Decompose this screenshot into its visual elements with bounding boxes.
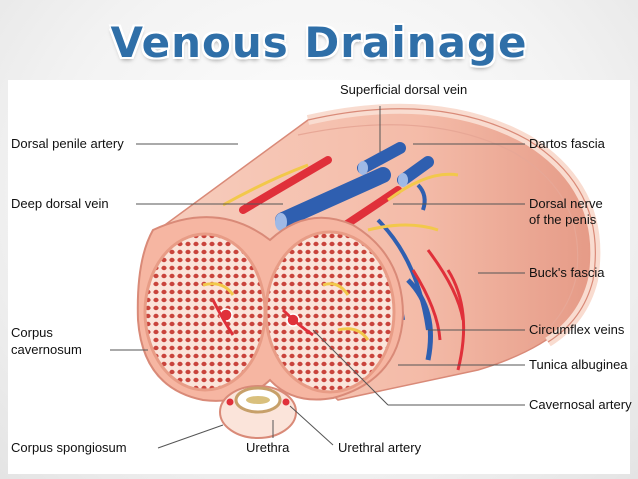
label-urethral-artery: Urethral artery <box>338 440 422 455</box>
page-title: Venous Drainage <box>110 18 528 67</box>
label-dorsal-penile-artery: Dorsal penile artery <box>11 136 124 151</box>
cross-section-illustration <box>110 103 601 449</box>
label-cavernosal-artery: Cavernosal artery <box>529 397 632 412</box>
label-dorsal-nerve-line1: Dorsal nerve <box>529 196 603 211</box>
label-dorsal-nerve-line2: of the penis <box>529 212 597 227</box>
label-corpus-spongiosum: Corpus spongiosum <box>11 440 127 455</box>
label-superficial-dorsal-vein: Superficial dorsal vein <box>340 82 468 97</box>
label-dartos-fascia: Dartos fascia <box>529 136 605 151</box>
deep-dorsal-vein <box>275 167 391 231</box>
corpus-cavernosum <box>136 216 405 402</box>
label-urethra: Urethra <box>246 440 290 455</box>
label-corpus-cavernosum-line1: Corpus <box>11 325 53 340</box>
circumflex-veins <box>406 269 466 371</box>
label-circumflex-veins: Circumflex veins <box>529 322 625 337</box>
label-bucks-fascia: Buck's fascia <box>529 265 605 280</box>
leader-lines <box>110 106 525 449</box>
label-deep-dorsal-vein: Deep dorsal vein <box>11 196 109 211</box>
label-corpus-cavernosum-line2: cavernosum <box>11 342 82 357</box>
superficial-dorsal-vein <box>357 142 434 211</box>
cavernosal-arteries <box>202 282 370 341</box>
corpus-spongiosum <box>219 385 297 439</box>
label-tunica-albuginea: Tunica albuginea <box>529 357 628 372</box>
dorsal-nerves <box>222 163 459 232</box>
anatomy-diagram: Superficial dorsal vein Dorsal penile ar… <box>8 80 632 474</box>
